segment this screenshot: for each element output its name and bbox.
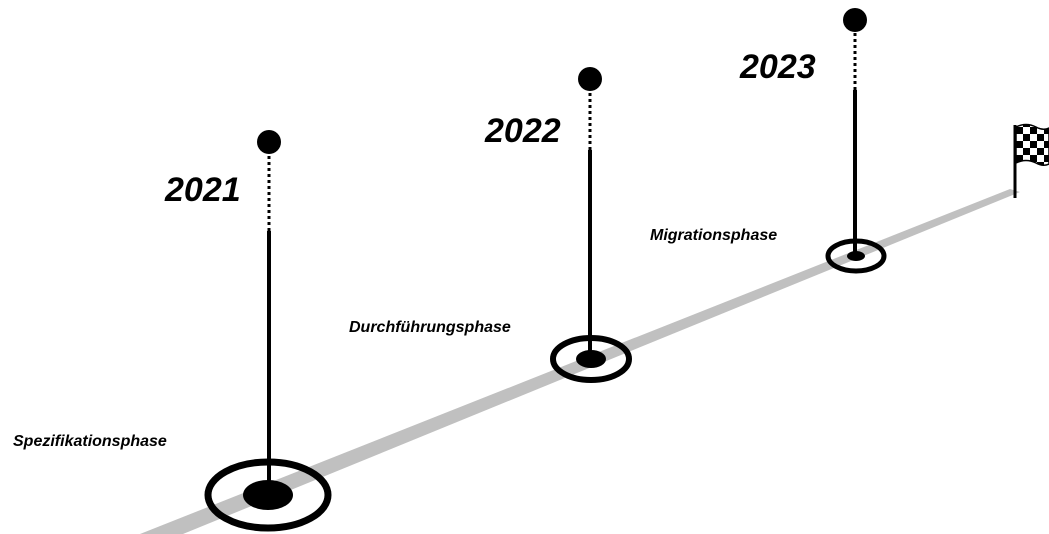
milestone-pin-head — [257, 130, 281, 154]
flag-cloth — [1015, 123, 1049, 167]
milestone-2022: 2022 Durchführungsphase — [349, 67, 632, 383]
milestone-phase-label: Durchführungsphase — [349, 319, 511, 336]
milestone-2021: 2021 Spezifikationsphase — [13, 130, 332, 532]
milestone-2023: 2023 Migrationsphase — [650, 8, 887, 274]
checkered-flag-icon — [1013, 123, 1049, 198]
milestone-phase-label: Spezifikationsphase — [13, 433, 167, 450]
milestone-year: 2021 — [164, 171, 241, 209]
milestone-year: 2022 — [484, 112, 561, 150]
milestone-pin-head — [578, 67, 602, 91]
milestone-pin-head — [843, 8, 867, 32]
milestone-year: 2023 — [739, 48, 816, 86]
milestone-phase-label: Migrationsphase — [650, 227, 777, 244]
